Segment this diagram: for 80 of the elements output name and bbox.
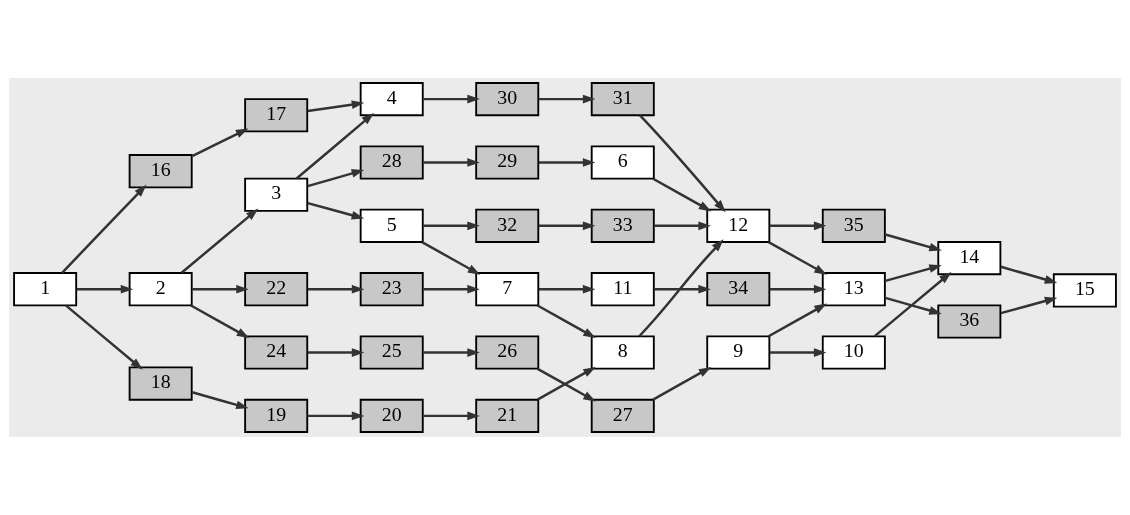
node-box: 6 xyxy=(590,145,655,180)
arrow xyxy=(76,284,134,294)
arrow xyxy=(873,271,952,338)
node-box: 26 xyxy=(475,335,540,370)
node-box: 28 xyxy=(359,145,424,180)
arrow xyxy=(192,284,249,294)
arrow xyxy=(538,158,596,167)
node-box: 11 xyxy=(590,272,655,307)
node-box: 4 xyxy=(359,82,424,117)
arrow xyxy=(538,284,596,294)
node-box: 3 xyxy=(244,177,309,212)
arrow xyxy=(536,304,596,339)
arrow xyxy=(423,94,480,104)
arrow xyxy=(307,201,365,220)
node-box: 36 xyxy=(937,304,1002,339)
node-box: 1 xyxy=(13,272,78,307)
node-box: 18 xyxy=(128,366,193,401)
arrow xyxy=(423,348,480,357)
arrow xyxy=(538,94,596,104)
node-box: 7 xyxy=(475,272,540,307)
arrow xyxy=(423,158,480,167)
arrow xyxy=(654,221,711,231)
node-box: 27 xyxy=(590,398,655,433)
arrow xyxy=(423,411,480,421)
arrow xyxy=(61,184,147,274)
node-box: 9 xyxy=(706,335,771,370)
node-box: 8 xyxy=(590,335,655,370)
node-box: 12 xyxy=(706,208,771,243)
node-box: 21 xyxy=(475,398,540,433)
node-box: 10 xyxy=(821,335,886,370)
arrow xyxy=(307,169,365,188)
node-box: 16 xyxy=(128,154,193,189)
arrow xyxy=(307,284,365,294)
node-box: 17 xyxy=(244,98,309,133)
arrow xyxy=(638,239,724,338)
arrow xyxy=(538,221,596,231)
node-box: 20 xyxy=(359,398,424,433)
arrow xyxy=(768,241,827,275)
arrow xyxy=(307,411,365,421)
arrow xyxy=(652,177,712,212)
arrow xyxy=(423,221,480,231)
node-box: 5 xyxy=(359,208,424,243)
arrow xyxy=(654,284,711,294)
node-box: 24 xyxy=(244,335,309,370)
arrow xyxy=(65,304,143,370)
node-box: 13 xyxy=(821,272,886,307)
arrow xyxy=(295,113,375,180)
node-box: 32 xyxy=(475,208,540,243)
arrow xyxy=(307,100,365,113)
arrow xyxy=(652,366,712,401)
node-box: 2 xyxy=(128,272,193,307)
arrow xyxy=(307,348,365,357)
node-box: 25 xyxy=(359,335,424,370)
arrow xyxy=(191,391,249,410)
arrow xyxy=(769,221,827,231)
node-box: 14 xyxy=(937,241,1002,276)
node-box: 29 xyxy=(475,145,540,180)
arrow xyxy=(885,264,942,283)
arrow xyxy=(639,114,726,213)
node-box: 34 xyxy=(706,272,771,307)
arrow xyxy=(191,128,249,158)
node-box: 33 xyxy=(590,208,655,243)
arrow xyxy=(421,241,481,275)
node-box: 31 xyxy=(590,82,655,117)
arrow xyxy=(180,208,259,274)
arrow xyxy=(768,303,827,338)
arrow xyxy=(423,284,480,294)
node-box: 22 xyxy=(244,272,309,307)
arrow xyxy=(1000,296,1058,315)
node-box: 30 xyxy=(475,82,540,117)
node-box: 23 xyxy=(359,272,424,307)
arrow xyxy=(769,284,827,294)
arrow xyxy=(885,296,942,315)
node-box: 19 xyxy=(244,398,309,433)
arrow xyxy=(1000,265,1058,284)
node-box: 15 xyxy=(1052,273,1117,308)
arrow xyxy=(190,304,250,339)
arrow xyxy=(769,348,827,357)
arrow xyxy=(885,233,942,252)
node-box: 35 xyxy=(821,208,886,243)
